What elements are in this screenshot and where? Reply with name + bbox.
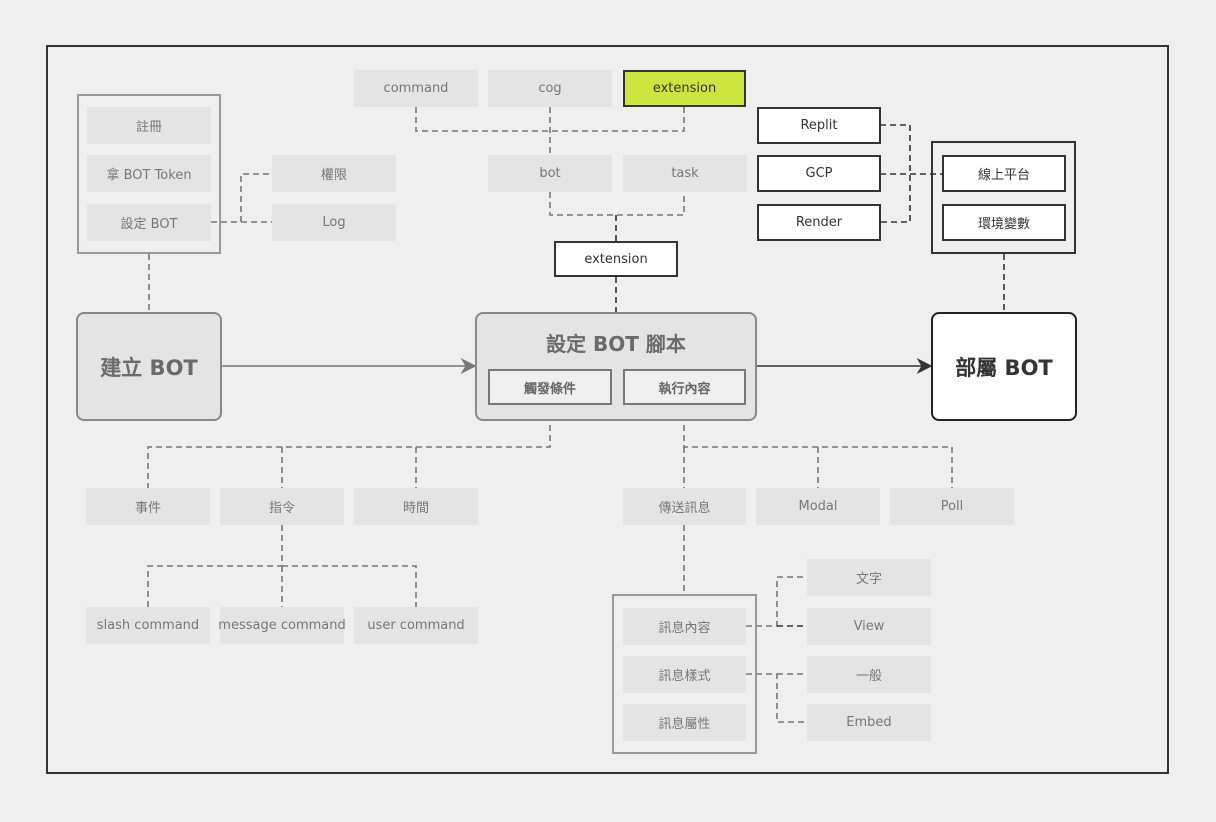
command-box[interactable]: command (354, 70, 478, 107)
log-box[interactable]: Log (272, 204, 396, 241)
modal-box[interactable]: Modal (756, 488, 880, 525)
connector-style (746, 673, 807, 723)
view-box[interactable]: View (807, 608, 931, 645)
send-message-box[interactable]: 傳送訊息 (623, 488, 746, 525)
execute-box[interactable]: 執行內容 (623, 369, 746, 405)
platform-group (931, 141, 1076, 254)
poll-box[interactable]: Poll (890, 488, 1014, 525)
cog-box[interactable]: cog (488, 70, 612, 107)
user-command-box[interactable]: user command (354, 607, 478, 644)
connector-bot-task (549, 192, 685, 216)
message-command-box[interactable]: message command (218, 607, 346, 644)
text-box[interactable]: 文字 (807, 559, 931, 596)
connector-command-tree (147, 525, 283, 607)
message-attr-box[interactable]: 訊息屬性 (623, 704, 746, 741)
message-group (612, 594, 757, 754)
command-type-box[interactable]: 指令 (220, 488, 344, 525)
connector-command-cog-extension (415, 107, 685, 132)
extension-box[interactable]: extension (554, 241, 678, 277)
permissions-box[interactable]: 權限 (272, 155, 396, 192)
trigger-box[interactable]: 觸發條件 (488, 369, 612, 405)
get-token-box[interactable]: 拿 BOT Token (87, 155, 211, 192)
task-box[interactable]: task (623, 155, 747, 192)
script-title: 設定 BOT 腳本 (546, 332, 686, 356)
render-box[interactable]: Render (757, 204, 881, 241)
replit-box[interactable]: Replit (757, 107, 881, 144)
diagram-frame (46, 45, 1169, 774)
gcp-box[interactable]: GCP (757, 155, 881, 192)
connector-setbot-to-perms (211, 173, 272, 223)
register-box[interactable]: 註冊 (87, 107, 211, 144)
normal-box[interactable]: 一般 (807, 656, 931, 693)
connector-trigger-tree (147, 405, 551, 488)
message-content-box[interactable]: 訊息內容 (623, 608, 746, 645)
bot-box[interactable]: bot (488, 155, 612, 192)
deploy-bot-node[interactable]: 部屬 BOT (931, 312, 1077, 421)
embed-box[interactable]: Embed (807, 704, 931, 741)
connector-replit (880, 124, 911, 223)
time-box[interactable]: 時間 (354, 488, 478, 525)
connector-content (746, 576, 807, 627)
env-vars-box[interactable]: 環境變數 (942, 204, 1066, 241)
online-platform-box[interactable]: 線上平台 (942, 155, 1066, 192)
slash-command-box[interactable]: slash command (86, 607, 210, 644)
create-bot-node[interactable]: 建立 BOT (76, 312, 222, 421)
event-box[interactable]: 事件 (86, 488, 210, 525)
extension-highlight-box[interactable]: extension (623, 70, 746, 107)
message-style-box[interactable]: 訊息樣式 (623, 656, 746, 693)
set-bot-box[interactable]: 設定 BOT (87, 204, 211, 241)
setup-group (77, 94, 221, 254)
